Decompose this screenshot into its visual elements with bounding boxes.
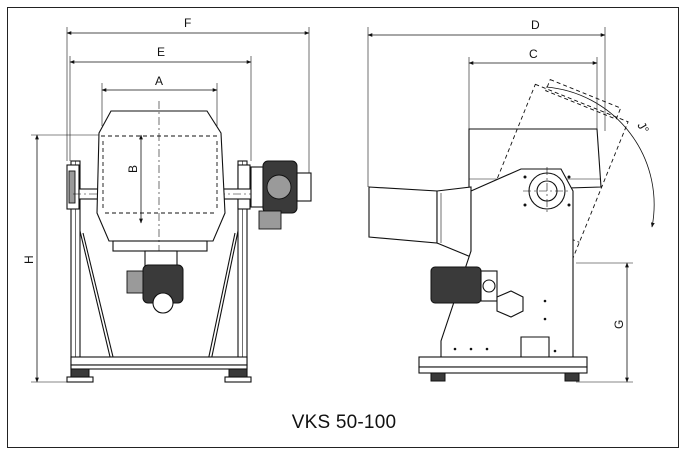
side-view: D C G J° [367,18,655,383]
dim-label-c: C [529,47,538,61]
dim-label-f: F [184,16,191,30]
dim-label-a: A [155,74,163,88]
dim-label-h: H [22,255,36,264]
dim-label-g: G [612,320,626,329]
dim-label-d: D [531,18,540,32]
model-caption: VKS 50-100 [291,412,397,433]
dim-label-b: B [126,165,140,173]
technical-drawing: F E A H [22,16,655,383]
drawing-frame: F E A H [7,7,679,448]
front-view: F E A H [22,16,312,383]
dim-label-angle: J° [634,120,652,137]
dim-label-e: E [157,45,165,59]
